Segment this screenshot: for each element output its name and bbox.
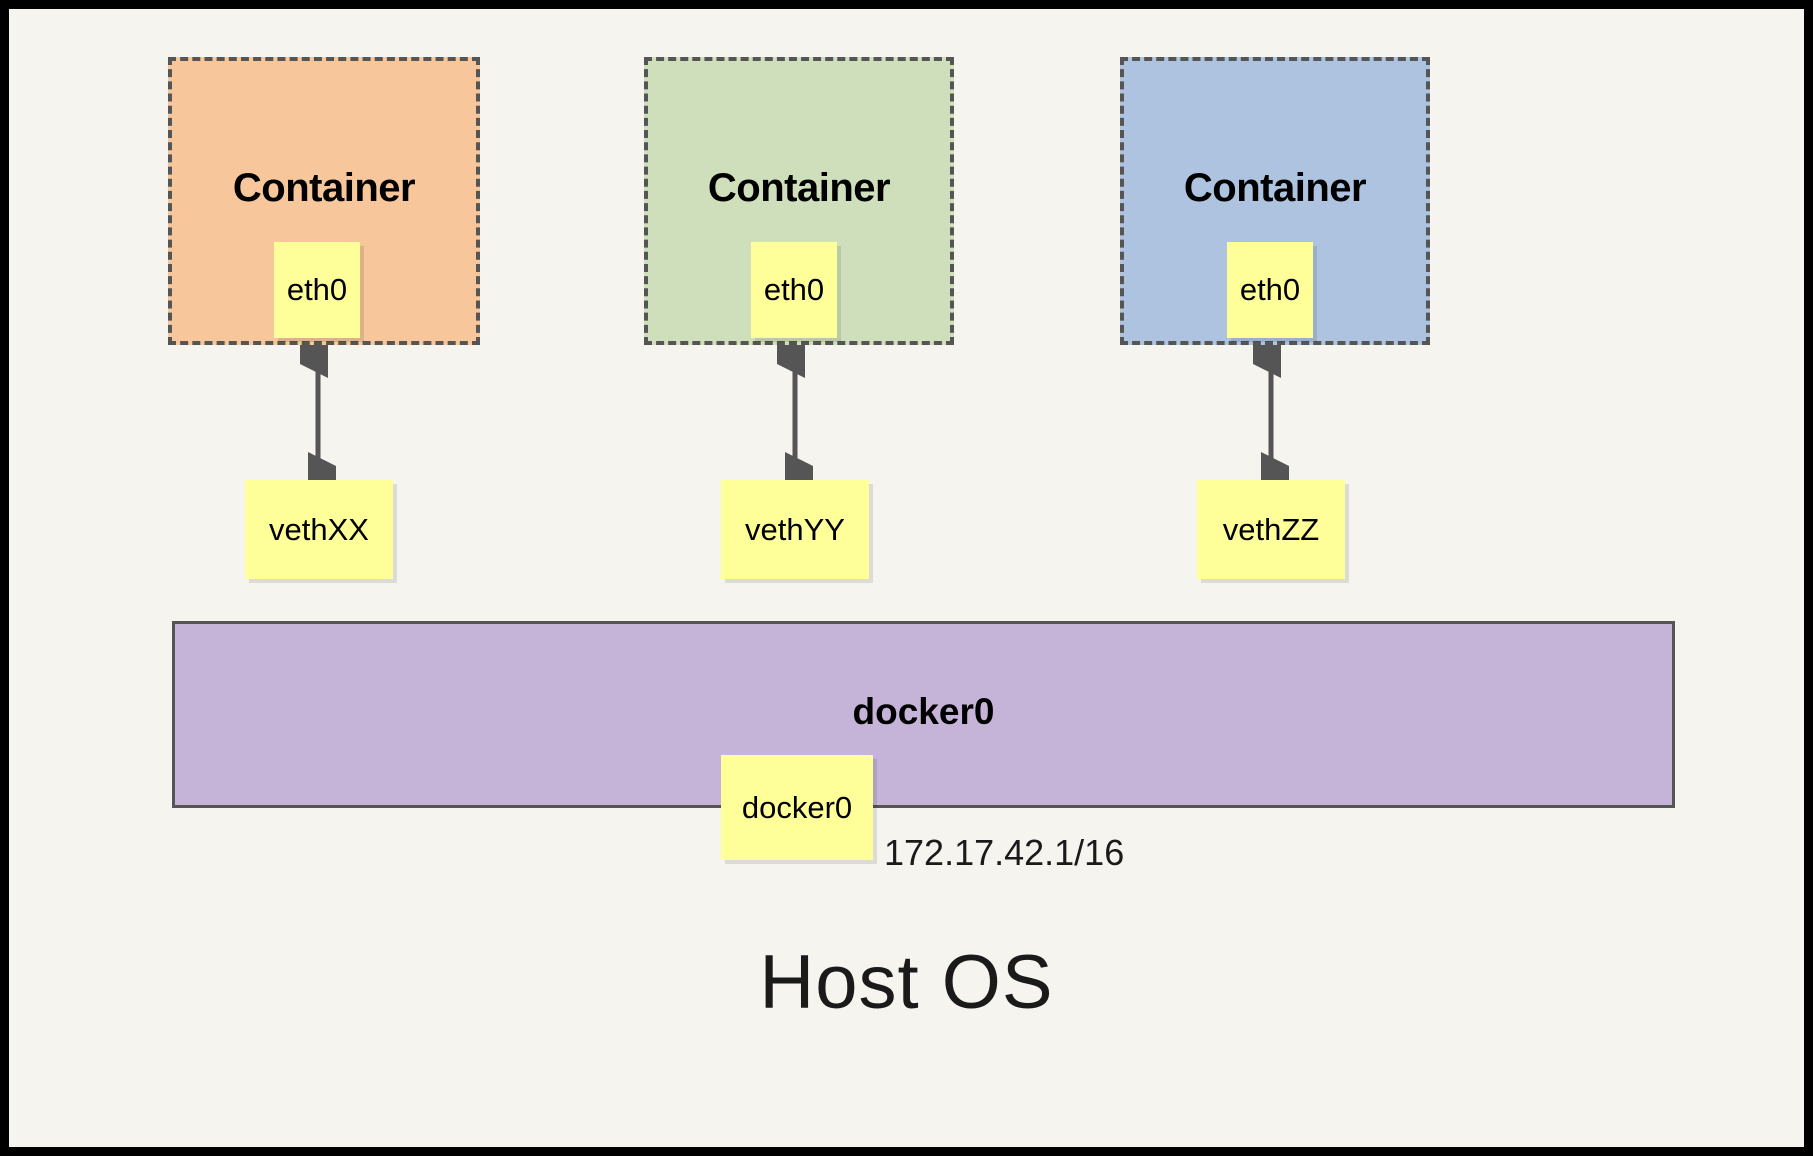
host-os-label: Host OS — [759, 940, 1054, 1025]
container-title-1: Container — [232, 166, 416, 210]
eth0-chip-1[interactable]: eth0 — [274, 242, 360, 338]
veth-chip-1[interactable]: vethXX — [245, 480, 393, 579]
veth-chip-3[interactable]: vethZZ — [1197, 480, 1345, 579]
docker0-bridge-label: docker0 — [852, 691, 995, 732]
docker0-interface-chip[interactable]: docker0 — [721, 755, 873, 860]
docker0-bridge[interactable] — [172, 621, 1675, 808]
veth-link-arrow-1 — [300, 345, 336, 485]
veth-chip-2[interactable]: vethYY — [721, 480, 869, 579]
veth-link-arrow-2 — [777, 345, 813, 485]
eth0-chip-2[interactable]: eth0 — [751, 242, 837, 338]
container-title-3: Container — [1183, 166, 1367, 210]
container-title-2: Container — [707, 166, 891, 210]
veth-link-arrow-3 — [1253, 345, 1289, 485]
docker0-ip-label: 172.17.42.1/16 — [884, 832, 1125, 873]
eth0-chip-3[interactable]: eth0 — [1227, 242, 1313, 338]
